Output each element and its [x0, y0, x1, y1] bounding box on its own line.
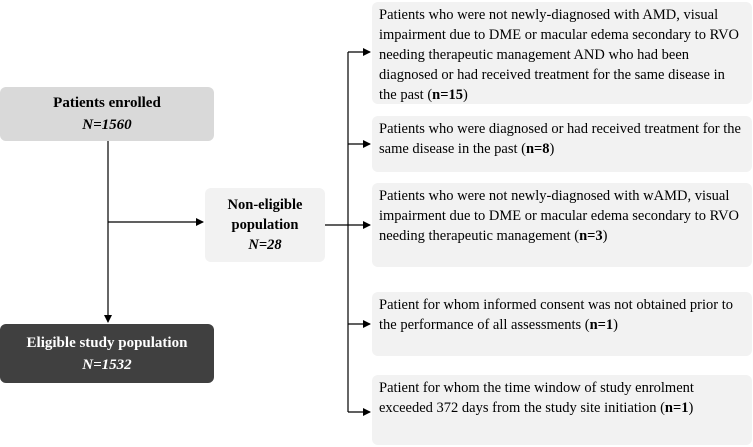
- reason-text: Patient for whom the time window of stud…: [379, 380, 694, 416]
- exclusion-reason-5: Patient for whom the time window of stud…: [372, 375, 752, 445]
- reason-text: Patient for whom informed consent was no…: [379, 297, 733, 333]
- reason-close: ): [602, 228, 608, 244]
- non-eligible-title-line1: Non-eligible: [227, 197, 303, 213]
- patients-enrolled-title: Patients enrolled: [53, 95, 161, 111]
- eligible-population-count: N=1532: [82, 356, 132, 373]
- non-eligible-box: Non-eligible population N=28: [205, 188, 325, 262]
- patients-enrolled-box: Patients enrolled N=1560: [0, 87, 214, 141]
- eligible-population-box: Eligible study population N=1532: [0, 324, 214, 383]
- reason-text: Patients who were not newly-diagnosed wi…: [379, 188, 740, 244]
- exclusion-reason-1: Patients who were not newly-diagnosed wi…: [372, 2, 752, 104]
- patients-enrolled-count: N=1560: [82, 117, 132, 133]
- reason-count: n=1: [589, 317, 614, 333]
- reason-close: ): [462, 87, 468, 103]
- reason-text: Patients who were not newly-diagnosed wi…: [379, 7, 740, 103]
- non-eligible-count: N=28: [248, 237, 282, 253]
- exclusion-reason-2: Patients who were diagnosed or had recei…: [372, 116, 752, 172]
- reason-close: ): [549, 141, 555, 157]
- reason-count: n=15: [432, 87, 463, 103]
- reason-count: n=8: [525, 141, 550, 157]
- reason-count: n=1: [664, 400, 689, 416]
- reason-close: ): [688, 400, 694, 416]
- reason-close: ): [613, 317, 618, 333]
- exclusion-reason-4: Patient for whom informed consent was no…: [372, 292, 752, 356]
- non-eligible-title-line2: population: [231, 217, 299, 233]
- eligible-population-title: Eligible study population: [26, 334, 188, 351]
- reason-count: n=3: [579, 228, 603, 244]
- reason-text: Patients who were diagnosed or had recei…: [379, 121, 741, 157]
- exclusion-reason-3: Patients who were not newly-diagnosed wi…: [372, 183, 752, 267]
